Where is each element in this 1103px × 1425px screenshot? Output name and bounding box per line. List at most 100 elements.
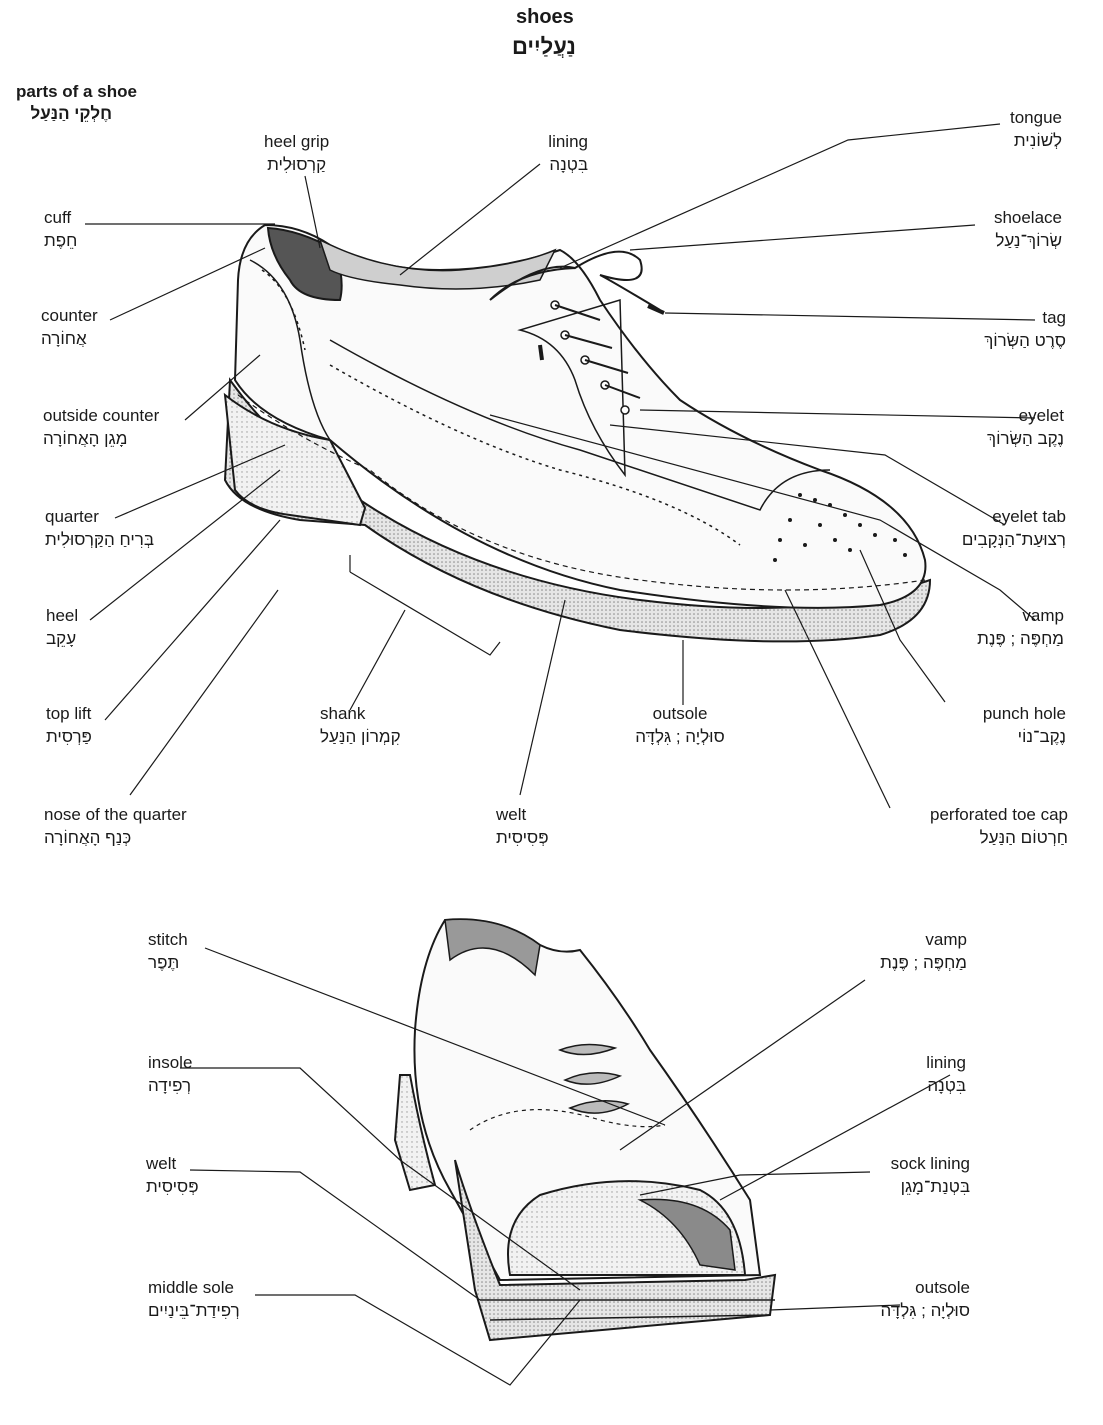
label-he: סֶרֶט הַשְּׂרוֹךְ [984, 331, 1066, 350]
label-he: חַרְטוֹם הַנַּעַל [979, 828, 1068, 847]
label-heel: heel עָקֵב [46, 606, 78, 649]
label-en: outsole [915, 1278, 970, 1297]
label-he: מָגֵן הָאֲחוֹרָה [43, 429, 128, 448]
stitch-line [469, 1108, 666, 1131]
label-counter: counter אֲחוֹרָה [41, 306, 98, 349]
label-he: אֲחוֹרָה [41, 329, 87, 348]
outsole-shape [223, 377, 932, 643]
label-he: רְפִידַת־בֵּינַיִים [148, 1301, 240, 1320]
label-heel-grip: heel grip קַרְסוּלִית [264, 132, 329, 175]
label-en: vamp [925, 930, 967, 949]
label-he: מַחְפֶּה ; פֶּנֶת [880, 953, 967, 972]
label-en: heel [46, 606, 79, 625]
label-cuff: cuff חֵפֶת [44, 208, 77, 251]
collar [444, 918, 541, 977]
laces [554, 304, 641, 399]
lace-tag [647, 304, 665, 315]
label-he: סוּלְיָה ; גִּלְדָּה [635, 727, 725, 746]
label-he: פְּסִיסִית [146, 1177, 199, 1196]
lace-tag-2 [538, 344, 544, 361]
label-tongue: tongue לְשׁוֹנִית [990, 108, 1062, 151]
label-he: תֶּפֶר [148, 953, 180, 972]
label-en: vamp [1022, 606, 1064, 625]
label-en: stitch [148, 930, 188, 949]
label-tag: tag סֶרֶט הַשְּׂרוֹךְ [960, 308, 1066, 351]
label-lining: lining בִּטְנָה [528, 132, 588, 175]
label-en: punch hole [982, 704, 1066, 723]
label-en: welt [146, 1154, 177, 1173]
section-hebrew: חֶלְקֵי הַנַּעַל [30, 104, 112, 123]
section-english: parts of a shoe [16, 82, 137, 101]
label-en: insole [148, 1053, 193, 1072]
quarter-stitch [329, 364, 741, 546]
title-english: shoes [516, 6, 574, 28]
section-heading: parts of a shoe חֶלְקֵי הַנַּעַל [16, 82, 137, 124]
counter-stitch [261, 269, 306, 351]
label-he: סוּלְיָה ; גִּלְדָּה [880, 1301, 970, 1320]
label-en: counter [41, 306, 98, 325]
label-he: רְפִידָה [148, 1076, 192, 1095]
label-he: בִּטְנָה [927, 1076, 966, 1095]
label-stitch: stitch תֶּפֶר [148, 930, 188, 973]
welt-line [237, 394, 926, 591]
label-en: sock lining [890, 1154, 970, 1173]
label-punch-hole: punch hole נֶקֶב־נוֹי [950, 704, 1066, 747]
label-eyelet: eyelet נֶקֶב הַשְּׂרוֹךְ [940, 406, 1064, 449]
label-he: נֶקֶב־נוֹי [1017, 727, 1066, 746]
label-sock-lining: sock lining בִּטְנַת־מָגֵן [870, 1154, 970, 1197]
label-en: outsole [652, 704, 708, 723]
label-perforated-toe-cap: perforated toe cap חַרְטוֹם הַנַּעַל [890, 805, 1068, 848]
oxford-shoe-side-view [223, 223, 932, 643]
label-middle-sole: middle sole רְפִידַת־בֵּינַיִים [148, 1278, 240, 1321]
label-en: lining [926, 1053, 966, 1072]
leader-lines-top [85, 123, 1036, 809]
title-hebrew: נַעֲלַיִים [512, 34, 576, 59]
label-en: middle sole [148, 1278, 234, 1297]
label-eyelet-tab: eyelet tab רְצוּעַת־הַנְּקָבִים [930, 507, 1066, 550]
label-shank: shank קִמְרוֹן הַנַּעַל [320, 704, 401, 747]
label-he: עָקֵב [46, 629, 77, 648]
heel-back [393, 1074, 437, 1192]
label-outsole: outsole סוּלְיָה ; גִּלְדָּה [625, 704, 735, 747]
label-en: tag [1042, 308, 1066, 327]
shoe-cross-section [393, 918, 777, 1342]
label-en: outside counter [43, 406, 160, 425]
label-en: lining [548, 132, 588, 151]
counter-edge [249, 259, 331, 441]
label-vamp-bottom: vamp מַחְפֶּה ; פֶּנֶת [855, 930, 967, 973]
label-en: quarter [45, 507, 99, 526]
label-outsole-bottom: outsole סוּלְיָה ; גִּלְדָּה [860, 1278, 970, 1321]
label-en: nose of the quarter [44, 805, 187, 824]
shoelace-loop [489, 250, 661, 311]
leader-lines-bottom [180, 947, 951, 1386]
label-lining-bottom: lining בִּטְנָה [900, 1053, 966, 1096]
heel-shape [223, 392, 367, 527]
welt-band [489, 1314, 771, 1321]
label-en: top lift [46, 704, 92, 723]
label-he: לְשׁוֹנִית [1013, 131, 1062, 150]
label-quarter: quarter בְּרִיחַ הַקַּרְסוּלִית [45, 507, 154, 550]
label-welt: welt פְּסִיסִית [496, 805, 549, 848]
label-he: נֶקֶב הַשְּׂרוֹךְ [987, 429, 1064, 448]
sock-lining [637, 1198, 736, 1271]
label-shoelace: shoelace שְׂרוֹךְ־נַעַל [960, 208, 1062, 251]
label-he: פְּסִיסִית [496, 828, 549, 847]
label-he: בְּרִיחַ הַקַּרְסוּלִית [45, 530, 155, 549]
lace-holes [557, 1043, 630, 1114]
label-he: מַחְפֶּה ; פֶּנֶת [977, 629, 1064, 648]
label-insole: insole רְפִידָה [148, 1053, 192, 1096]
lining-inner [318, 238, 557, 290]
toe-cap-perforations [773, 493, 907, 562]
label-vamp: vamp מַחְפֶּה ; פֶּנֶת [950, 606, 1064, 649]
label-he: פַּרְסִית [46, 727, 92, 746]
label-he: בִּטְנַת־מָגֵן [900, 1177, 970, 1196]
eyelet-tab-edge [517, 299, 626, 478]
label-he: קַרְסוּלִית [267, 155, 327, 174]
label-he: רְצוּעַת־הַנְּקָבִים [961, 530, 1066, 549]
label-he: חֵפֶת [44, 231, 78, 250]
label-he: שְׂרוֹךְ־נַעַל [995, 231, 1062, 250]
label-he: בִּטְנָה [549, 155, 588, 174]
label-en: tongue [1010, 108, 1062, 127]
sole-layers [454, 1159, 777, 1342]
